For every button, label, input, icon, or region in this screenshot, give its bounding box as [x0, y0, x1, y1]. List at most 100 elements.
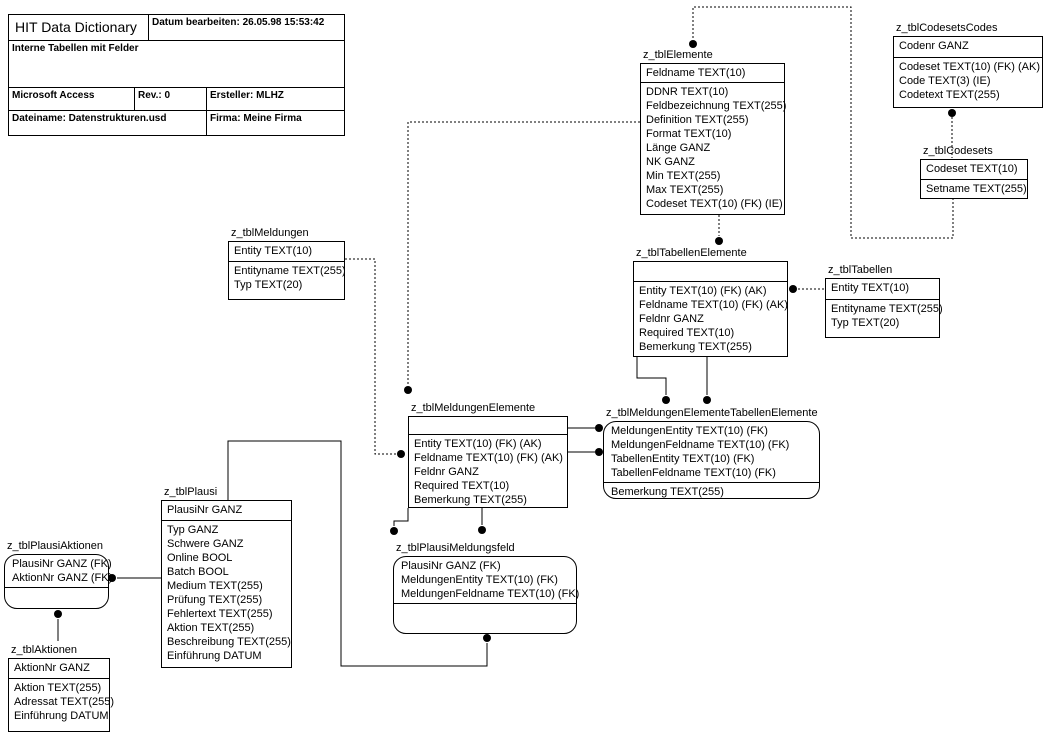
entity-field-section: DDNR TEXT(10)Feldbezeichnung TEXT(255)De… — [641, 83, 786, 211]
entity-field: Max TEXT(255) — [646, 184, 724, 196]
company-label: Firma: Meine Firma — [210, 113, 302, 124]
entity-title: z_tblAktionen — [11, 644, 78, 656]
entity-field: Länge GANZ — [646, 142, 711, 154]
relationship-line-meldungen-meldungenelemente — [345, 258, 397, 455]
entity-field: Entity TEXT(10) (FK) (AK) — [414, 438, 542, 450]
entity-field-section: Codeset TEXT(10) (FK) (AK)Code TEXT(3) (… — [894, 58, 1042, 102]
entity-field: NK GANZ — [646, 156, 695, 168]
entity-field-section — [5, 588, 108, 590]
entity-field: Bemerkung TEXT(255) — [639, 341, 752, 353]
entity-key-field: TabellenEntity TEXT(10) (FK) — [611, 453, 755, 465]
entity-key-field: PlausiNr GANZ (FK) — [12, 558, 112, 570]
entity-field: Typ TEXT(20) — [831, 317, 900, 329]
entity-key-field: Feldname TEXT(10) — [646, 67, 746, 79]
entity-field: Feldname TEXT(10) (FK) (AK) — [414, 452, 563, 464]
entity-field: Typ TEXT(20) — [234, 279, 303, 291]
entity-key-section: Feldname TEXT(10) — [641, 64, 784, 83]
entity-title: z_tblMeldungenElementeTabellenElemente — [606, 407, 818, 419]
entity-field-section — [394, 604, 576, 606]
relationship-line-meldungenelemente-plausimeldungsfeld-1 — [393, 508, 409, 526]
entity-field: Aktion TEXT(255) — [167, 622, 255, 634]
entity-key-section: Codenr GANZ — [894, 37, 1042, 58]
entity-box: Entity TEXT(10) Entityname TEXT(255) Typ T… — [228, 241, 346, 300]
revision-label: Rev.: 0 — [135, 88, 207, 111]
entity-box: PlausiNr GANZ (FK) AktionNr GANZ (FK) — [4, 554, 113, 609]
entity-key-section: PlausiNr GANZ (FK) AktionNr GANZ (FK) — [5, 555, 113, 588]
entity-field: Beschreibung TEXT(255) — [167, 636, 291, 648]
entity-box: Feldname TEXT(10) DDNR TEXT(10)Feldbezeic… — [640, 63, 786, 215]
entity-key-section: MeldungenEntity TEXT(10) (FK) MeldungenFe… — [604, 422, 819, 483]
cardinality-dot — [108, 574, 116, 582]
entity-field-section: Entityname TEXT(255) Typ TEXT(20) — [826, 300, 943, 330]
entity-field: Schwere GANZ — [167, 538, 244, 550]
cardinality-dot — [703, 396, 711, 404]
entity-key-field: AktionNr GANZ (FK) — [12, 572, 113, 584]
entity-key-section — [634, 262, 787, 282]
relationship-cardinality-dots — [54, 40, 956, 642]
entity-field: Adressat TEXT(255) — [14, 696, 115, 708]
entity-field: Entity TEXT(10) (FK) (AK) — [639, 285, 767, 297]
entity-key-field: MeldungenEntity TEXT(10) (FK) — [401, 574, 558, 586]
entity-field-section: Aktion TEXT(255)Adressat TEXT(255)Einfüh… — [9, 679, 115, 723]
diagram-description: Interne Tabellen mit Felder — [12, 43, 139, 54]
entity-box: MeldungenEntity TEXT(10) (FK) MeldungenFe… — [603, 421, 820, 499]
entity-key-field: Codeset TEXT(10) — [926, 163, 1018, 175]
entity-field: Online BOOL — [167, 552, 233, 564]
entity-field: Feldnr GANZ — [414, 466, 479, 478]
entity-title: z_tblMeldungenElemente — [411, 402, 536, 414]
entity-key-section: AktionNr GANZ — [9, 659, 109, 679]
entity-box: Entity TEXT(10) (FK) (AK) Feldname TEXT(1… — [633, 261, 788, 357]
entity-title: z_tblTabellen — [828, 264, 893, 276]
entity-field: DDNR TEXT(10) — [646, 86, 729, 98]
entity-field: Einführung DATUM — [14, 710, 109, 722]
cardinality-dot — [689, 40, 697, 48]
cardinality-dot — [715, 237, 723, 245]
cardinality-dot — [404, 386, 412, 394]
cardinality-dot — [595, 448, 603, 456]
entity-field: Bemerkung TEXT(255) — [611, 486, 724, 498]
entity-key-field: Entity TEXT(10) — [234, 245, 313, 257]
entity-title: z_tblCodesetsCodes — [896, 22, 998, 34]
cardinality-dot — [789, 285, 797, 293]
entity-key-section: PlausiNr GANZ (FK) MeldungenEntity TEXT(1… — [394, 557, 579, 604]
entity-box: Entity TEXT(10) Entityname TEXT(255) Typ T… — [825, 278, 943, 338]
relationship-line-codesets-elemente — [692, 6, 954, 239]
entity-title: z_tblPlausiAktionen — [7, 540, 104, 552]
entity-field-section: Setname TEXT(255) — [921, 180, 1027, 196]
filename-label: Dateiname: Datenstrukturen.usd — [9, 111, 207, 135]
cardinality-dot — [478, 526, 486, 534]
entity-key-section: Entity TEXT(10) — [229, 242, 344, 262]
entity-field-section: Bemerkung TEXT(255) — [604, 483, 819, 499]
entity-field: Entityname TEXT(255) — [234, 265, 346, 277]
entity-field: Feldname TEXT(10) (FK) (AK) — [639, 299, 788, 311]
entity-field: Codeset TEXT(10) (FK) (AK) — [899, 61, 1040, 73]
entity-key-field: MeldungenFeldname TEXT(10) (FK) — [611, 439, 790, 451]
entity-field: Format TEXT(10) — [646, 128, 732, 140]
entity-field: Entityname TEXT(255) — [831, 303, 943, 315]
entity-key-section: Entity TEXT(10) — [826, 279, 939, 300]
entity-title: z_tblPlausiMeldungsfeld — [396, 542, 515, 554]
entity-key-section — [409, 417, 567, 435]
relationship-line-tabellenelemente-junction-1 — [636, 357, 667, 395]
entity-key-field: PlausiNr GANZ (FK) — [401, 560, 501, 572]
entity-field: Fehlertext TEXT(255) — [167, 608, 273, 620]
entity-field: Codetext TEXT(255) — [899, 89, 1000, 101]
entity-key-field: MeldungenEntity TEXT(10) (FK) — [611, 425, 768, 437]
entity-field: Prüfung TEXT(255) — [167, 594, 263, 606]
entity-field: Min TEXT(255) — [646, 170, 721, 182]
